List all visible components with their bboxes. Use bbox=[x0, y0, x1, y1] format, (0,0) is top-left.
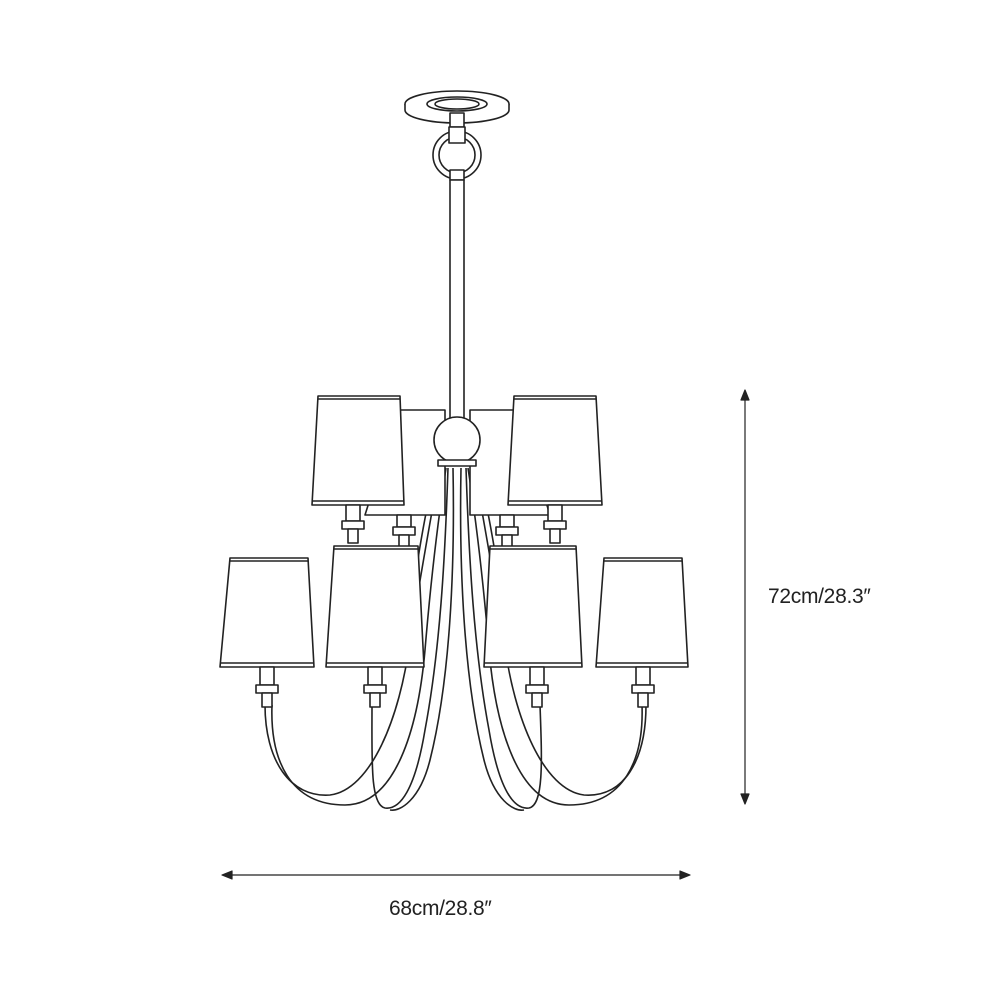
width-label: 68cm/28.8″ bbox=[389, 897, 492, 920]
upper-shades bbox=[311, 395, 603, 544]
arms bbox=[264, 467, 647, 811]
width-dimension-line bbox=[221, 870, 691, 880]
lower-shades bbox=[219, 545, 689, 708]
rod bbox=[449, 179, 465, 421]
canopy bbox=[404, 90, 510, 181]
collar bbox=[437, 459, 477, 467]
height-dimension-line bbox=[740, 389, 750, 805]
center-ball bbox=[433, 416, 481, 464]
height-label: 72cm/28.3″ bbox=[768, 585, 871, 608]
